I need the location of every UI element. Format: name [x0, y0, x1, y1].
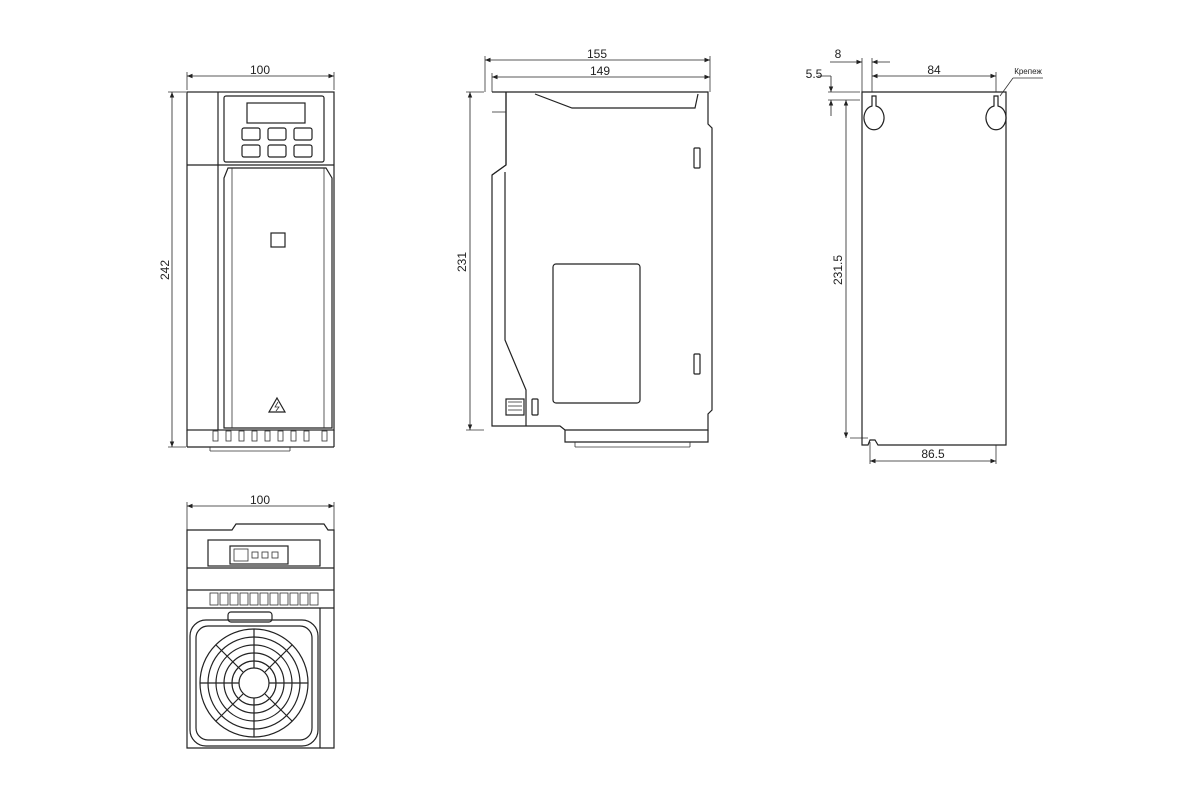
side-connector	[505, 398, 525, 416]
mount-keyhole-left	[863, 95, 885, 131]
mount-offset-dimension: 8	[830, 47, 890, 98]
side-height-label: 231	[455, 252, 469, 272]
front-width-label: 100	[250, 63, 270, 77]
mount-top-offset-label: 5.5	[806, 67, 823, 81]
bottom-view: 100	[186, 493, 335, 749]
warning-icon	[267, 396, 287, 413]
bottom-housing	[186, 523, 335, 749]
mount-bottom-dimension: 86.5	[869, 442, 997, 464]
side-depth-inner-label: 149	[590, 64, 610, 78]
side-label-window	[552, 263, 641, 404]
display-screen	[246, 102, 306, 124]
front-bottom-fins	[186, 430, 335, 452]
side-latch-bottom	[693, 353, 701, 375]
front-cover	[223, 167, 333, 429]
mount-height-dimension: 231.5	[831, 100, 868, 439]
side-depth-label: 155	[587, 47, 607, 61]
side-depth-dimension: 155 149	[484, 47, 711, 92]
bottom-terminal-row	[209, 592, 319, 606]
front-housing	[186, 91, 335, 431]
mount-hole-spacing-dimension: 84	[872, 63, 997, 92]
side-housing	[491, 91, 713, 431]
mount-top-offset-dimension: 5.5	[806, 67, 860, 116]
front-height-dimension: 242	[158, 91, 186, 448]
mount-plate	[861, 91, 1007, 446]
bottom-top-block	[207, 539, 321, 567]
mount-hole-spacing-label: 84	[927, 63, 941, 77]
side-view: 155 149 231	[455, 47, 713, 448]
side-height-dimension: 231	[455, 91, 484, 431]
fastener-callout: Крепеж	[999, 67, 1043, 97]
side-latch-top	[693, 147, 701, 169]
front-height-label: 242	[158, 260, 172, 280]
cooling-fan	[189, 619, 319, 747]
mount-view: 8 84 5.5 231.5 86.5	[806, 47, 1043, 464]
front-view: 100 242	[158, 63, 335, 452]
bottom-width-label: 100	[250, 493, 270, 507]
mount-height-label: 231.5	[831, 255, 845, 285]
front-label-square	[270, 232, 286, 248]
front-width-dimension: 100	[186, 63, 335, 90]
mount-bottom-label: 86.5	[921, 447, 945, 461]
bottom-width-dimension: 100	[186, 493, 335, 530]
keypad-buttons	[241, 127, 313, 158]
mount-offset-label: 8	[835, 47, 842, 61]
fastener-label: Крепеж	[1014, 67, 1042, 76]
keypad-panel	[223, 95, 325, 163]
mount-keyhole-right	[985, 95, 1007, 131]
bottom-terminal-block	[229, 545, 289, 565]
